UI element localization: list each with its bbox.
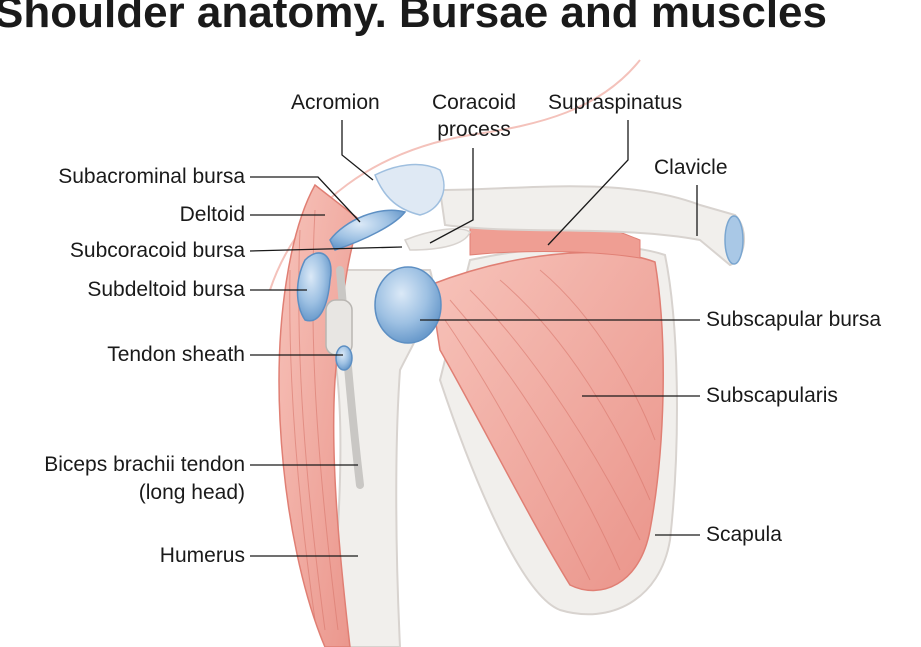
- leader-lines: [249, 120, 700, 557]
- leader-subacromial: [250, 176, 361, 223]
- leader-acromion: [341, 120, 374, 181]
- acromion-bone: [374, 163, 445, 216]
- label-clavicle: Clavicle: [654, 156, 728, 179]
- label-biceps-line1: Biceps brachii tendon: [44, 453, 245, 476]
- label-subdeltoid-bursa: Subdeltoid bursa: [87, 278, 245, 301]
- subscapular-bursa: [374, 266, 442, 344]
- subscapularis-fibers: [444, 269, 656, 581]
- label-supraspinatus: Supraspinatus: [548, 91, 683, 114]
- leader-coracoid: [429, 148, 474, 244]
- label-deltoid: Deltoid: [179, 203, 245, 226]
- label-biceps-line2: (long head): [138, 481, 245, 504]
- diagram-title: Shoulder anatomy. Bursae and muscles: [0, 0, 827, 37]
- leader-subcoracoid: [249, 246, 403, 252]
- subacromial-bursa: [329, 209, 407, 251]
- label-coracoid-line2: process: [437, 118, 511, 141]
- label-coracoid-line1: Coracoid: [431, 91, 517, 114]
- label-subscapularis: Subscapularis: [706, 384, 838, 407]
- leader-supraspinatus: [547, 120, 629, 246]
- label-subacromial-bursa: Subacrominal bursa: [58, 165, 245, 188]
- label-subscapular-bursa: Subscapular bursa: [706, 308, 882, 331]
- tendon-sheath-end: [335, 345, 353, 371]
- subdeltoid-bursa: [296, 252, 332, 322]
- label-acromion: Acromion: [291, 91, 380, 114]
- label-subcoracoid-bursa: Subcoracoid bursa: [69, 239, 245, 262]
- label-tendon-sheath: Tendon sheath: [107, 343, 245, 366]
- clavicle-end: [724, 215, 744, 265]
- label-scapula: Scapula: [706, 523, 782, 546]
- label-humerus: Humerus: [159, 544, 245, 567]
